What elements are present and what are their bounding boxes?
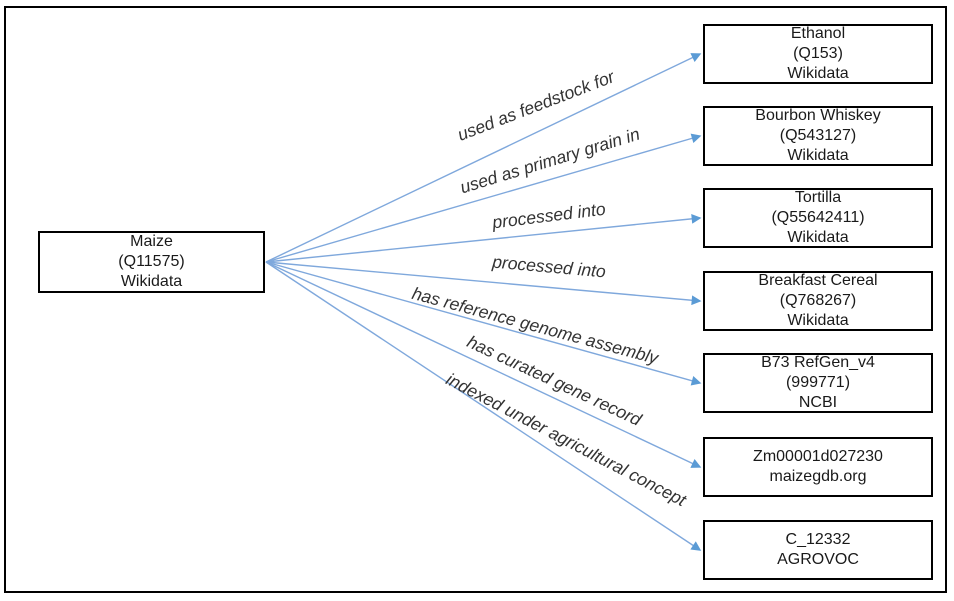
edge-arrow-processed-into-tortilla: [265, 213, 702, 263]
source-node-maize: Maize (Q11575) Wikidata: [38, 231, 265, 293]
node-source: maizegdb.org: [769, 468, 867, 485]
node-source: NCBI: [798, 394, 838, 411]
edge-arrow-used-as-primary-grain-in: [265, 133, 702, 263]
node-title: Breakfast Cereal: [758, 272, 878, 289]
node-id: (Q543127): [779, 127, 857, 144]
edge-arrow-processed-into-breakfast-cereal: [265, 261, 702, 306]
node-title: Bourbon Whiskey: [755, 107, 881, 124]
diagram-outer-border: [4, 6, 947, 593]
target-node-b73-refgen-v4: B73 RefGen_v4 (999771) NCBI: [703, 353, 933, 413]
edge-arrow-has-reference-genome-assembly: [265, 261, 702, 386]
node-id: (Q153): [793, 45, 843, 62]
edge-arrow-used-as-feedstock-for: [265, 53, 702, 263]
node-title: Zm00001d027230: [753, 448, 883, 465]
edge-arrow-indexed-under-agricultural-concept: [265, 261, 702, 551]
target-node-ethanol: Ethanol (Q153) Wikidata: [703, 24, 933, 84]
node-id: (Q768267): [779, 292, 857, 309]
node-id: (Q11575): [118, 253, 185, 270]
node-title: Maize: [130, 233, 173, 250]
edge-arrow-has-curated-gene-record: [265, 261, 702, 468]
node-source: Wikidata: [787, 65, 849, 82]
target-node-breakfast-cereal: Breakfast Cereal (Q768267) Wikidata: [703, 271, 933, 331]
target-node-tortilla: Tortilla (Q55642411) Wikidata: [703, 188, 933, 248]
node-source: AGROVOC: [777, 551, 859, 568]
node-title: C_12332: [785, 531, 851, 548]
node-id: (Q55642411): [771, 209, 865, 226]
target-node-zm00001d027230: Zm00001d027230 maizegdb.org: [703, 437, 933, 497]
target-node-bourbon-whiskey: Bourbon Whiskey (Q543127) Wikidata: [703, 106, 933, 166]
node-source: Wikidata: [787, 312, 849, 329]
node-title: Tortilla: [794, 189, 842, 206]
node-source: Wikidata: [787, 229, 849, 246]
node-title: Ethanol: [790, 25, 846, 42]
node-id: (999771): [785, 374, 851, 391]
node-source: Wikidata: [787, 147, 849, 164]
node-title: B73 RefGen_v4: [761, 354, 875, 371]
target-node-c-12332: C_12332 AGROVOC: [703, 520, 933, 580]
node-source: Wikidata: [120, 273, 183, 290]
